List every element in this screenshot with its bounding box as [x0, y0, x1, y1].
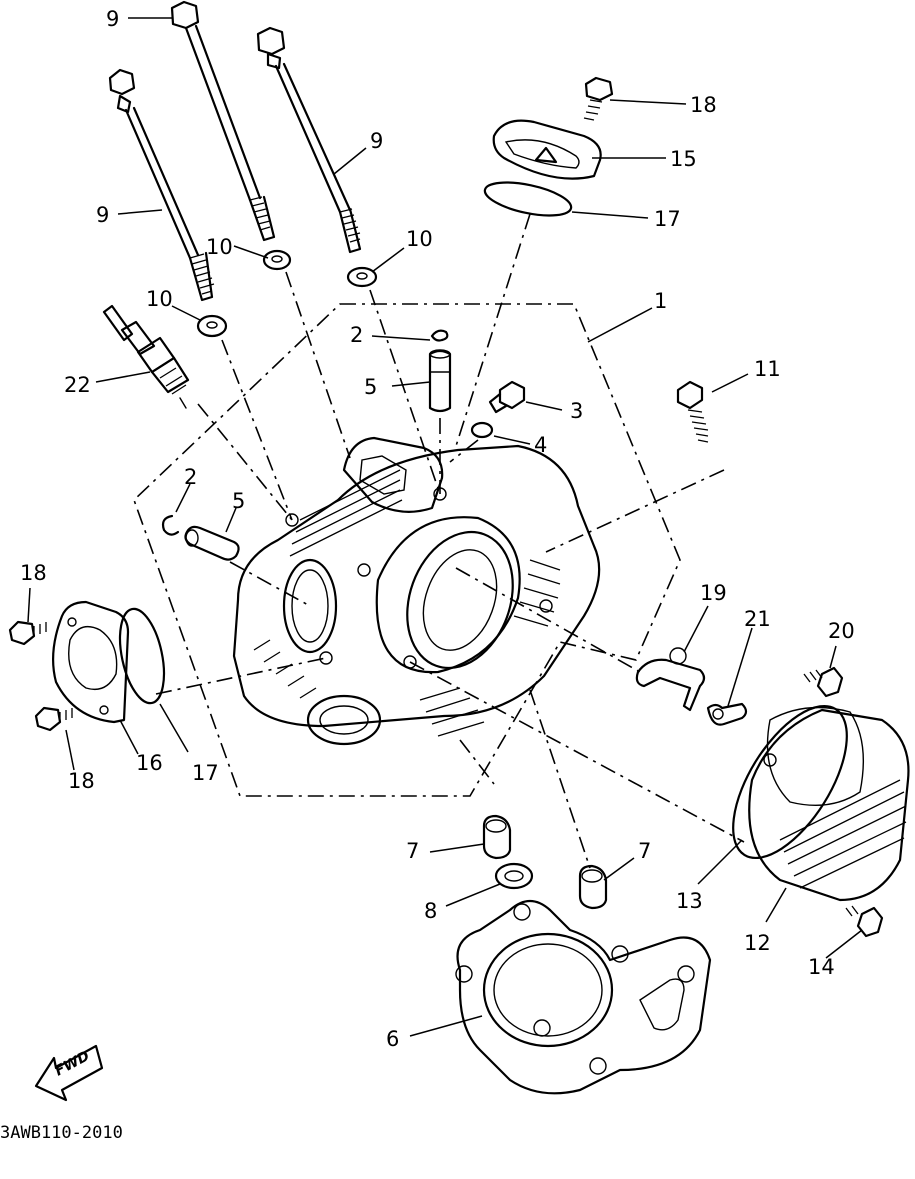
- bolt-11: [676, 380, 709, 443]
- drawing-code: 3AWB110-2010: [0, 1123, 123, 1143]
- callout-5-top: 5: [364, 375, 377, 399]
- stud-bolt-left: [108, 68, 215, 302]
- callout-1: 1: [654, 289, 667, 313]
- callout-10-left-bottom: 10: [146, 287, 173, 311]
- bolt-18b: [8, 620, 47, 646]
- callout-3: 3: [570, 399, 583, 423]
- valve-guide-5b: [184, 525, 240, 561]
- forward-arrow-icon: FWD: [34, 1044, 104, 1102]
- clip-2b: [161, 514, 180, 536]
- callout-6: 6: [386, 1027, 399, 1051]
- callout-21: 21: [744, 607, 771, 631]
- washer-10b: [346, 266, 378, 288]
- head-gasket-6: [455, 899, 712, 1095]
- callout-17-left: 17: [192, 761, 219, 785]
- washer-4: [470, 421, 494, 439]
- callout-7-left: 7: [406, 839, 419, 863]
- callout-9-top: 9: [106, 7, 119, 31]
- callout-17-top: 17: [654, 207, 681, 231]
- leader-lines: [27, 17, 863, 1037]
- washer-8: [494, 862, 534, 890]
- callout-15: 15: [670, 147, 697, 171]
- clip-2a: [430, 329, 449, 342]
- callout-labels: 9 9 9 10 10 10 18 15 17 1 2 5 3 4 11 22 …: [20, 7, 855, 1051]
- callout-14: 14: [808, 955, 835, 979]
- callout-10-right: 10: [406, 227, 433, 251]
- callout-18-left-bottom: 18: [68, 769, 95, 793]
- dowel-pin-7b: [578, 864, 608, 910]
- callout-12: 12: [744, 931, 771, 955]
- head-cover-right: [732, 704, 910, 902]
- stud-bolt-right: [256, 26, 362, 254]
- callout-4: 4: [534, 433, 547, 457]
- tensioner-19: [635, 647, 706, 712]
- bolt-3: [488, 380, 526, 414]
- cylinder-head: [232, 436, 601, 746]
- callout-20: 20: [828, 619, 855, 643]
- side-cover-left: [52, 600, 166, 724]
- valve-guide-5a: [428, 349, 452, 413]
- callout-8: 8: [424, 899, 437, 923]
- callout-18-left-top: 18: [20, 561, 47, 585]
- callout-5-left: 5: [232, 489, 245, 513]
- callout-18-top: 18: [690, 93, 717, 117]
- callout-10-left-top: 10: [206, 235, 233, 259]
- callout-2-top: 2: [350, 323, 363, 347]
- plate-21: [706, 702, 748, 726]
- stud-bolt-middle: [170, 0, 276, 242]
- washer-10a: [262, 249, 292, 271]
- callout-22: 22: [64, 373, 91, 397]
- callout-13: 13: [676, 889, 703, 913]
- fwd-label: FWD: [52, 1048, 92, 1079]
- callout-7-right: 7: [638, 839, 651, 863]
- callout-11: 11: [754, 357, 781, 381]
- bolt-18c: [34, 706, 73, 732]
- washer-10c: [196, 314, 228, 338]
- callout-2-left: 2: [184, 465, 197, 489]
- dowel-pin-7a: [482, 814, 512, 860]
- callout-9-right: 9: [370, 129, 383, 153]
- bolt-14: [845, 905, 884, 938]
- callout-16: 16: [136, 751, 163, 775]
- assembly-boundary: [133, 303, 681, 797]
- callout-9-left: 9: [96, 203, 109, 227]
- spark-plug: [102, 304, 190, 409]
- bolt-20: [803, 666, 844, 698]
- tappet-cover-top: [483, 76, 614, 217]
- callout-19: 19: [700, 581, 727, 605]
- alignment-lines: [155, 213, 745, 869]
